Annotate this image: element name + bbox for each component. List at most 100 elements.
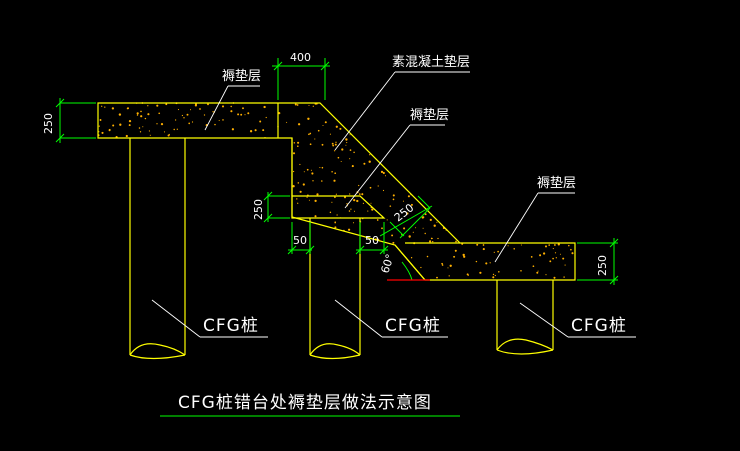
leader-pile-middle [334,299,383,338]
hatch-dot [173,128,175,131]
hatch-dot [345,138,348,141]
leader-cushion-right [494,192,539,263]
hatch-dot [297,123,301,126]
dim-thickness-left: 250 [42,113,55,134]
hatch-dot [362,202,364,204]
hatch-dot [368,160,371,163]
hatch-dot [432,240,434,243]
hatch-dot [156,104,159,107]
label-pile-left: CFG桩 [203,316,259,336]
hatch-dot [331,170,333,173]
hatch-dot [174,119,177,121]
hatch-dot [492,273,495,276]
hatch-dot [494,274,496,277]
hatch-dot [356,199,359,203]
hatch-dot [333,179,336,182]
hatch-dot [316,193,319,196]
hatch-dot [108,128,111,131]
hatch-dot [310,169,312,171]
cushion-hatch-pattern [97,102,574,279]
hatch-dot [297,145,299,147]
hatch-dot [296,198,298,200]
hatch-dot [244,114,246,116]
hatch-dot [422,216,425,218]
pile-middle [309,218,361,360]
hatch-dot [321,166,324,169]
hatch-dot [386,219,388,221]
hatch-dot [311,172,314,175]
hatch-dot [482,244,485,246]
hatch-dot [128,119,132,123]
hatch-dot [306,168,309,171]
hatch-dot [498,271,500,273]
label-concrete-cushion: 素混凝土垫层 [392,54,470,70]
hatch-dot [163,131,166,133]
hatch-dot [296,104,299,106]
hatch-dot [441,262,443,265]
hatch-dot [136,112,139,115]
hatch-dot [367,210,369,212]
hatch-dot [144,117,147,120]
hatch-dot [376,219,379,221]
hatch-dot [479,271,482,274]
hatch-dot [314,215,317,218]
hatch-dot [297,202,299,204]
hatch-dot [453,255,456,258]
hatch-dot [292,152,296,155]
hatch-dot [553,244,556,246]
hatch-dot [349,158,351,160]
hatch-dot [147,105,149,107]
hatch-dot [391,234,394,237]
hatch-dot [552,257,554,260]
hatch-dot [186,113,189,116]
hatch-dot [403,227,406,230]
hatch-dot [455,240,457,243]
hatch-dot [412,231,414,233]
hatch-dot [348,210,351,212]
hatch-dot [331,201,333,203]
hatch-dot [493,251,495,253]
hatch-dot [424,213,427,216]
hatch-dot [334,143,337,146]
hatch-dot [101,105,103,107]
hatch-dot [249,130,253,133]
hatch-dot [429,218,432,222]
hatch-dot [302,183,305,186]
hatch-dot [349,149,352,151]
hatch-dot [334,172,337,175]
hatch-dot [128,124,131,127]
hatch-dot [160,123,164,126]
hatch-dot [306,196,308,198]
dim-offset-right: 50 [365,234,379,247]
leader-pile-left [151,299,201,338]
hatch-dot [557,243,560,246]
hatch-dot [99,119,102,121]
hatch-dot [532,265,535,268]
hatch-dot [544,245,548,248]
hatch-dot [350,208,352,210]
hatch-dot [346,203,348,205]
hatch-dot [436,221,438,223]
hatch-dot [555,257,557,259]
label-pile-right: CFG桩 [571,316,627,336]
hatch-dot [359,193,361,195]
hatch-dot [520,244,522,246]
hatch-dot [242,107,244,110]
hatch-dot [449,264,452,267]
hatch-dot [407,195,410,198]
hatch-dot [377,185,379,187]
hatch-dot [539,254,542,257]
hatch-dot [104,106,106,108]
hatch-dot [552,248,554,250]
leader-cushion-left [204,85,229,131]
hatch-dot [381,227,383,230]
hatch-dot [415,227,417,229]
hatch-dot [559,253,561,255]
hatch-dot [140,110,142,113]
hatch-dot [308,133,310,136]
hatch-dot [292,185,295,188]
hatch-dot [112,124,115,127]
dim-offset-left: 50 [293,234,307,247]
leader-concrete [334,71,396,151]
